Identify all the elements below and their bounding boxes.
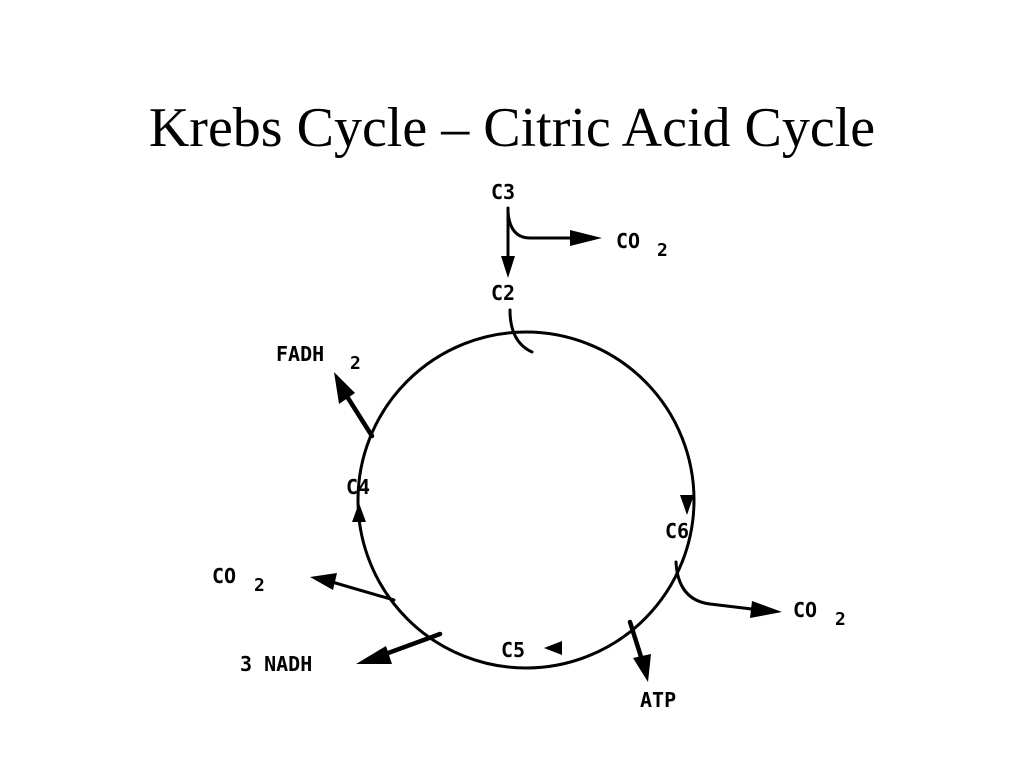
cycle-arrowhead-c6 xyxy=(680,495,694,515)
fadh2-arrow xyxy=(345,395,375,439)
c6-to-co2-arrow xyxy=(674,560,762,612)
fadh2-arrowhead xyxy=(334,372,355,404)
left-co2-arrow xyxy=(330,580,396,602)
page-title: Krebs Cycle – Citric Acid Cycle xyxy=(148,97,876,159)
label-atp: ATP xyxy=(640,688,676,712)
c6-to-co2-arrowhead xyxy=(750,601,782,618)
atp-arrowhead xyxy=(633,654,651,682)
cycle-arrowhead-c5 xyxy=(544,641,562,655)
atp-arrow xyxy=(627,619,645,663)
c2-to-cycle-connector xyxy=(508,308,534,354)
c3-to-c2-arrowhead xyxy=(501,256,515,278)
c3-to-co2-arrow xyxy=(506,210,582,240)
label-co2-top: CO xyxy=(616,229,640,253)
nadh-arrow xyxy=(377,631,443,659)
cycle-arrowhead-c4 xyxy=(352,503,366,522)
label-co2-right: CO xyxy=(793,598,817,622)
label-co2-right-subscript: 2 xyxy=(835,609,846,630)
label-fadh2: FADH xyxy=(276,342,324,366)
label-c6: C6 xyxy=(665,519,689,543)
label-co2-left-subscript: 2 xyxy=(254,575,265,596)
c3-to-co2-arrowhead xyxy=(570,230,602,246)
label-c5: C5 xyxy=(501,638,525,662)
left-co2-arrowhead xyxy=(310,573,337,590)
label-fadh2-subscript: 2 xyxy=(350,353,361,374)
label-c2: C2 xyxy=(491,281,515,305)
label-c3: C3 xyxy=(491,180,515,204)
label-c4: C4 xyxy=(346,475,370,499)
nadh-arrowhead xyxy=(356,646,392,664)
label-co2-left: CO xyxy=(212,564,236,588)
label-co2-top-subscript: 2 xyxy=(657,240,668,261)
label-3-nadh: 3 NADH xyxy=(240,652,312,676)
cycle-circle xyxy=(356,330,696,670)
